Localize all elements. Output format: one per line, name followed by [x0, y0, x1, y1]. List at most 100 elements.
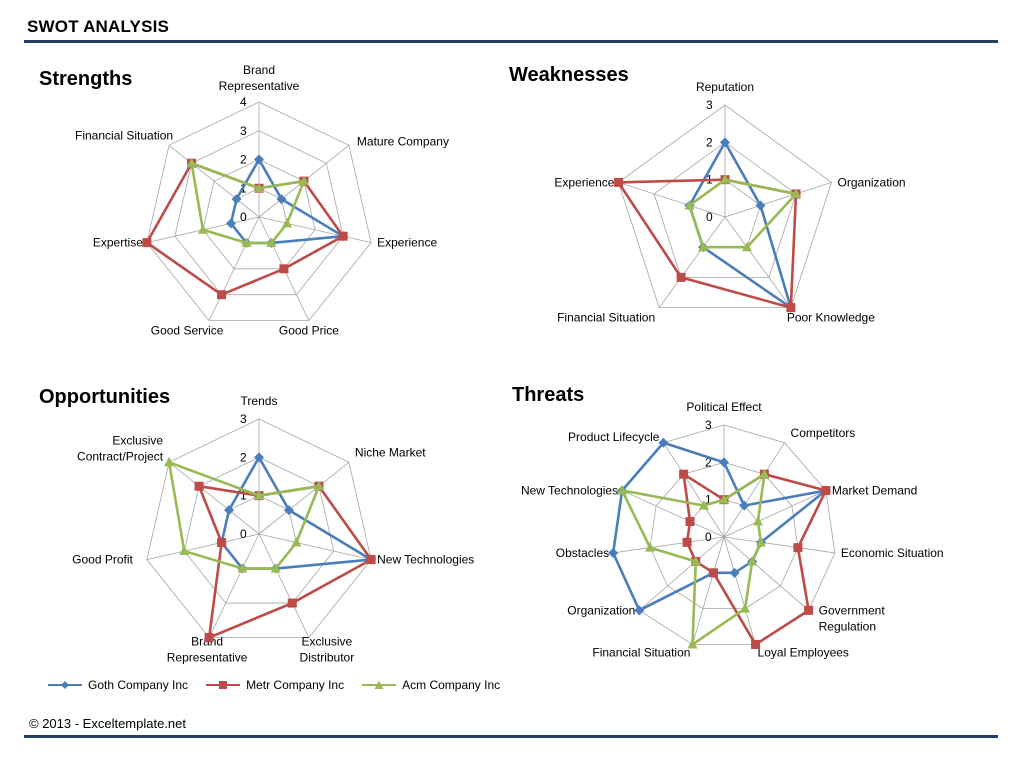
axis-label: Trends: [241, 394, 278, 408]
data-point: [204, 633, 214, 643]
data-point: [283, 505, 294, 516]
data-point: [224, 505, 235, 516]
radar-spoke: [723, 536, 835, 554]
data-point: [752, 515, 763, 526]
data-point: [231, 194, 242, 205]
data-point: [270, 563, 281, 573]
axis-label: New Technologies: [521, 483, 618, 497]
data-point: [679, 469, 689, 479]
series-line-1: [682, 472, 828, 646]
radar-gridline: [653, 141, 797, 278]
data-point: [186, 157, 197, 168]
legend-label: Acm Company Inc: [402, 678, 501, 692]
data-point: [719, 494, 729, 504]
data-point: [682, 537, 692, 547]
axis-label: Financial Situation: [75, 128, 173, 142]
axis-label: Experience: [377, 236, 437, 250]
data-point: [729, 567, 740, 578]
data-point: [720, 137, 730, 148]
data-point: [786, 303, 796, 313]
radar-gridline: [174, 130, 344, 296]
data-point: [254, 452, 264, 463]
radar-gridline: [146, 418, 372, 639]
data-point: [751, 639, 761, 649]
radar-tick-label: 1: [705, 493, 712, 507]
data-point: [676, 272, 686, 282]
radar-spoke: [663, 442, 725, 538]
footer-copyright: © 2013 - Exceltemplate.net: [29, 716, 186, 731]
axis-label: Mature Company: [357, 134, 449, 148]
legend: Goth Company Inc Metr Company Inc Acm Co…: [48, 678, 500, 692]
series-line-0: [220, 456, 373, 570]
radar-tick-label: 3: [706, 98, 713, 112]
page-title: SWOT ANALYSIS: [27, 17, 170, 36]
data-point: [291, 537, 302, 547]
data-point: [804, 605, 814, 615]
radar-spoke: [723, 442, 785, 538]
data-point: [366, 555, 376, 565]
weaknesses-title: Weaknesses: [509, 64, 629, 86]
radar-tick-label: 2: [240, 450, 247, 464]
data-point: [217, 538, 227, 548]
radar-spoke: [658, 216, 726, 308]
axis-label: Obstacles: [556, 546, 609, 560]
axis-label: Financial Situation: [592, 645, 690, 659]
data-point: [287, 598, 297, 608]
title-rule: [24, 40, 998, 43]
data-point: [298, 175, 309, 186]
axis-label: Organization: [567, 603, 635, 617]
data-point: [279, 264, 289, 274]
data-point: [254, 154, 264, 165]
axis-label: Competitors: [791, 426, 856, 440]
legend-diamond-marker: [48, 681, 82, 689]
data-point: [313, 480, 324, 491]
axis-label: Good Service: [151, 324, 224, 338]
radar-tick-label: 2: [240, 153, 247, 167]
radar-spoke: [723, 536, 756, 645]
data-point: [720, 174, 730, 184]
data-point: [685, 516, 695, 526]
series-line-1: [197, 484, 373, 639]
radar-spoke: [258, 216, 372, 243]
data-point: [217, 290, 227, 300]
radar-spoke: [724, 182, 832, 218]
series-line-2: [190, 161, 306, 245]
radar-tick-label: 4: [240, 95, 247, 109]
radar-tick-label: 3: [240, 124, 247, 138]
data-point: [634, 605, 645, 616]
axis-label: Political Effect: [686, 400, 762, 414]
radar-spoke: [146, 533, 260, 560]
legend-item-goth: Goth Company Inc: [48, 678, 188, 692]
axis-label: Financial Situation: [557, 311, 655, 325]
data-point: [613, 177, 623, 187]
radar-spoke: [258, 533, 310, 638]
data-point: [684, 199, 695, 210]
radar-spoke: [168, 144, 260, 218]
radar-spoke: [168, 461, 260, 535]
radar-spoke: [692, 536, 725, 645]
radar-spoke: [613, 536, 725, 554]
axis-label: Product Lifecycle: [568, 430, 660, 444]
radar-spoke: [724, 216, 792, 308]
legend-label: Metr Company Inc: [246, 678, 345, 692]
data-point: [755, 536, 766, 547]
radar-spoke: [208, 216, 260, 321]
opportunities-title: Opportunities: [39, 386, 171, 408]
data-point: [645, 542, 656, 552]
legend-label: Goth Company Inc: [88, 678, 189, 692]
data-point: [266, 237, 277, 247]
radar-spoke: [258, 533, 372, 560]
radar-tick-label: 0: [706, 210, 713, 224]
axis-label: Good Price: [279, 324, 339, 338]
radar-spoke: [723, 490, 827, 538]
series-line-0: [611, 441, 828, 612]
legend-item-acm: Acm Company Inc: [362, 678, 500, 692]
data-point: [747, 555, 758, 566]
data-point: [791, 188, 802, 198]
radar-tick-label: 2: [706, 135, 713, 149]
